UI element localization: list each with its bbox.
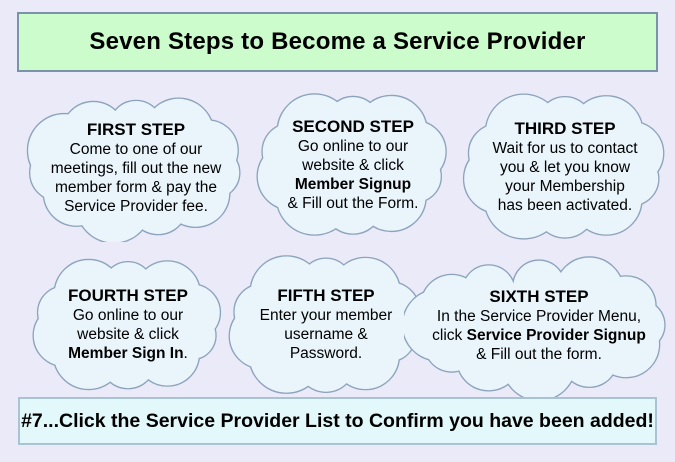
step-title: FOURTH STEP: [68, 286, 188, 305]
step-text-line: Member Sign In.: [68, 345, 188, 362]
step-text-line: & Fill out the form.: [476, 346, 602, 363]
step-text-line: Enter your member: [259, 307, 393, 324]
cloud-sixth-step: SIXTH STEP In the Service Provider Menu,…: [404, 252, 674, 398]
step-text-line: & Fill out the Form.: [287, 194, 419, 212]
cloud-shape-icon: [404, 256, 666, 398]
step-text-line: meetings, fill out the new: [50, 159, 222, 177]
title-banner: Seven Steps to Become a Service Provider: [17, 12, 658, 72]
cloud-fifth-step: FIFTH STEP Enter your member username & …: [224, 250, 428, 398]
step-text-line: In the Service Provider Menu,: [436, 308, 642, 325]
step-text-line: website & click: [302, 156, 404, 174]
page-title: Seven Steps to Become a Service Provider: [89, 28, 586, 55]
cloud-shape-icon: [462, 93, 665, 240]
step-text-line: website & click: [77, 326, 179, 343]
step-text-line: your Membership: [505, 177, 625, 195]
step-text-line: Service Provider fee.: [64, 197, 208, 215]
cloud-shape-icon: [256, 93, 447, 236]
step-text-line: Go online to our: [72, 307, 184, 324]
step-text-line: username &: [284, 326, 368, 343]
footer-banner: #7...Click the Service Provider List to …: [18, 397, 657, 445]
cloud-shape-icon: [228, 255, 421, 394]
cloud-shape-icon: [32, 258, 222, 391]
step-text-line: Password.: [289, 345, 363, 362]
cloud-shape-icon: [26, 97, 241, 242]
step-text-line: has been activated.: [497, 196, 633, 214]
step-text-line: member form & pay the: [55, 178, 217, 196]
step-text-line: Wait for us to contact: [492, 139, 638, 157]
step-title: SECOND STEP: [292, 116, 414, 136]
step-title: FIFTH STEP: [277, 286, 375, 305]
step-text-line: Come to one of our: [69, 140, 203, 158]
cloud-fourth-step: FOURTH STEP Go online to our website & c…: [28, 254, 228, 394]
step-title: SIXTH STEP: [489, 287, 589, 306]
cloud-first-step: FIRST STEP Come to one of our meetings, …: [22, 92, 250, 242]
step-text-line: click Service Provider Signup: [432, 327, 646, 344]
step-seven-text: #7...Click the Service Provider List to …: [21, 409, 654, 432]
cloud-third-step: THIRD STEP Wait for us to contact you & …: [458, 88, 672, 244]
step-text-line: Member Signup: [294, 175, 412, 193]
step-text-line: Go online to our: [297, 137, 409, 155]
step-title: THIRD STEP: [514, 118, 616, 138]
step-text-line: you & let you know: [499, 158, 631, 176]
cloud-second-step: SECOND STEP Go online to our website & c…: [252, 88, 454, 240]
step-title: FIRST STEP: [86, 119, 186, 139]
